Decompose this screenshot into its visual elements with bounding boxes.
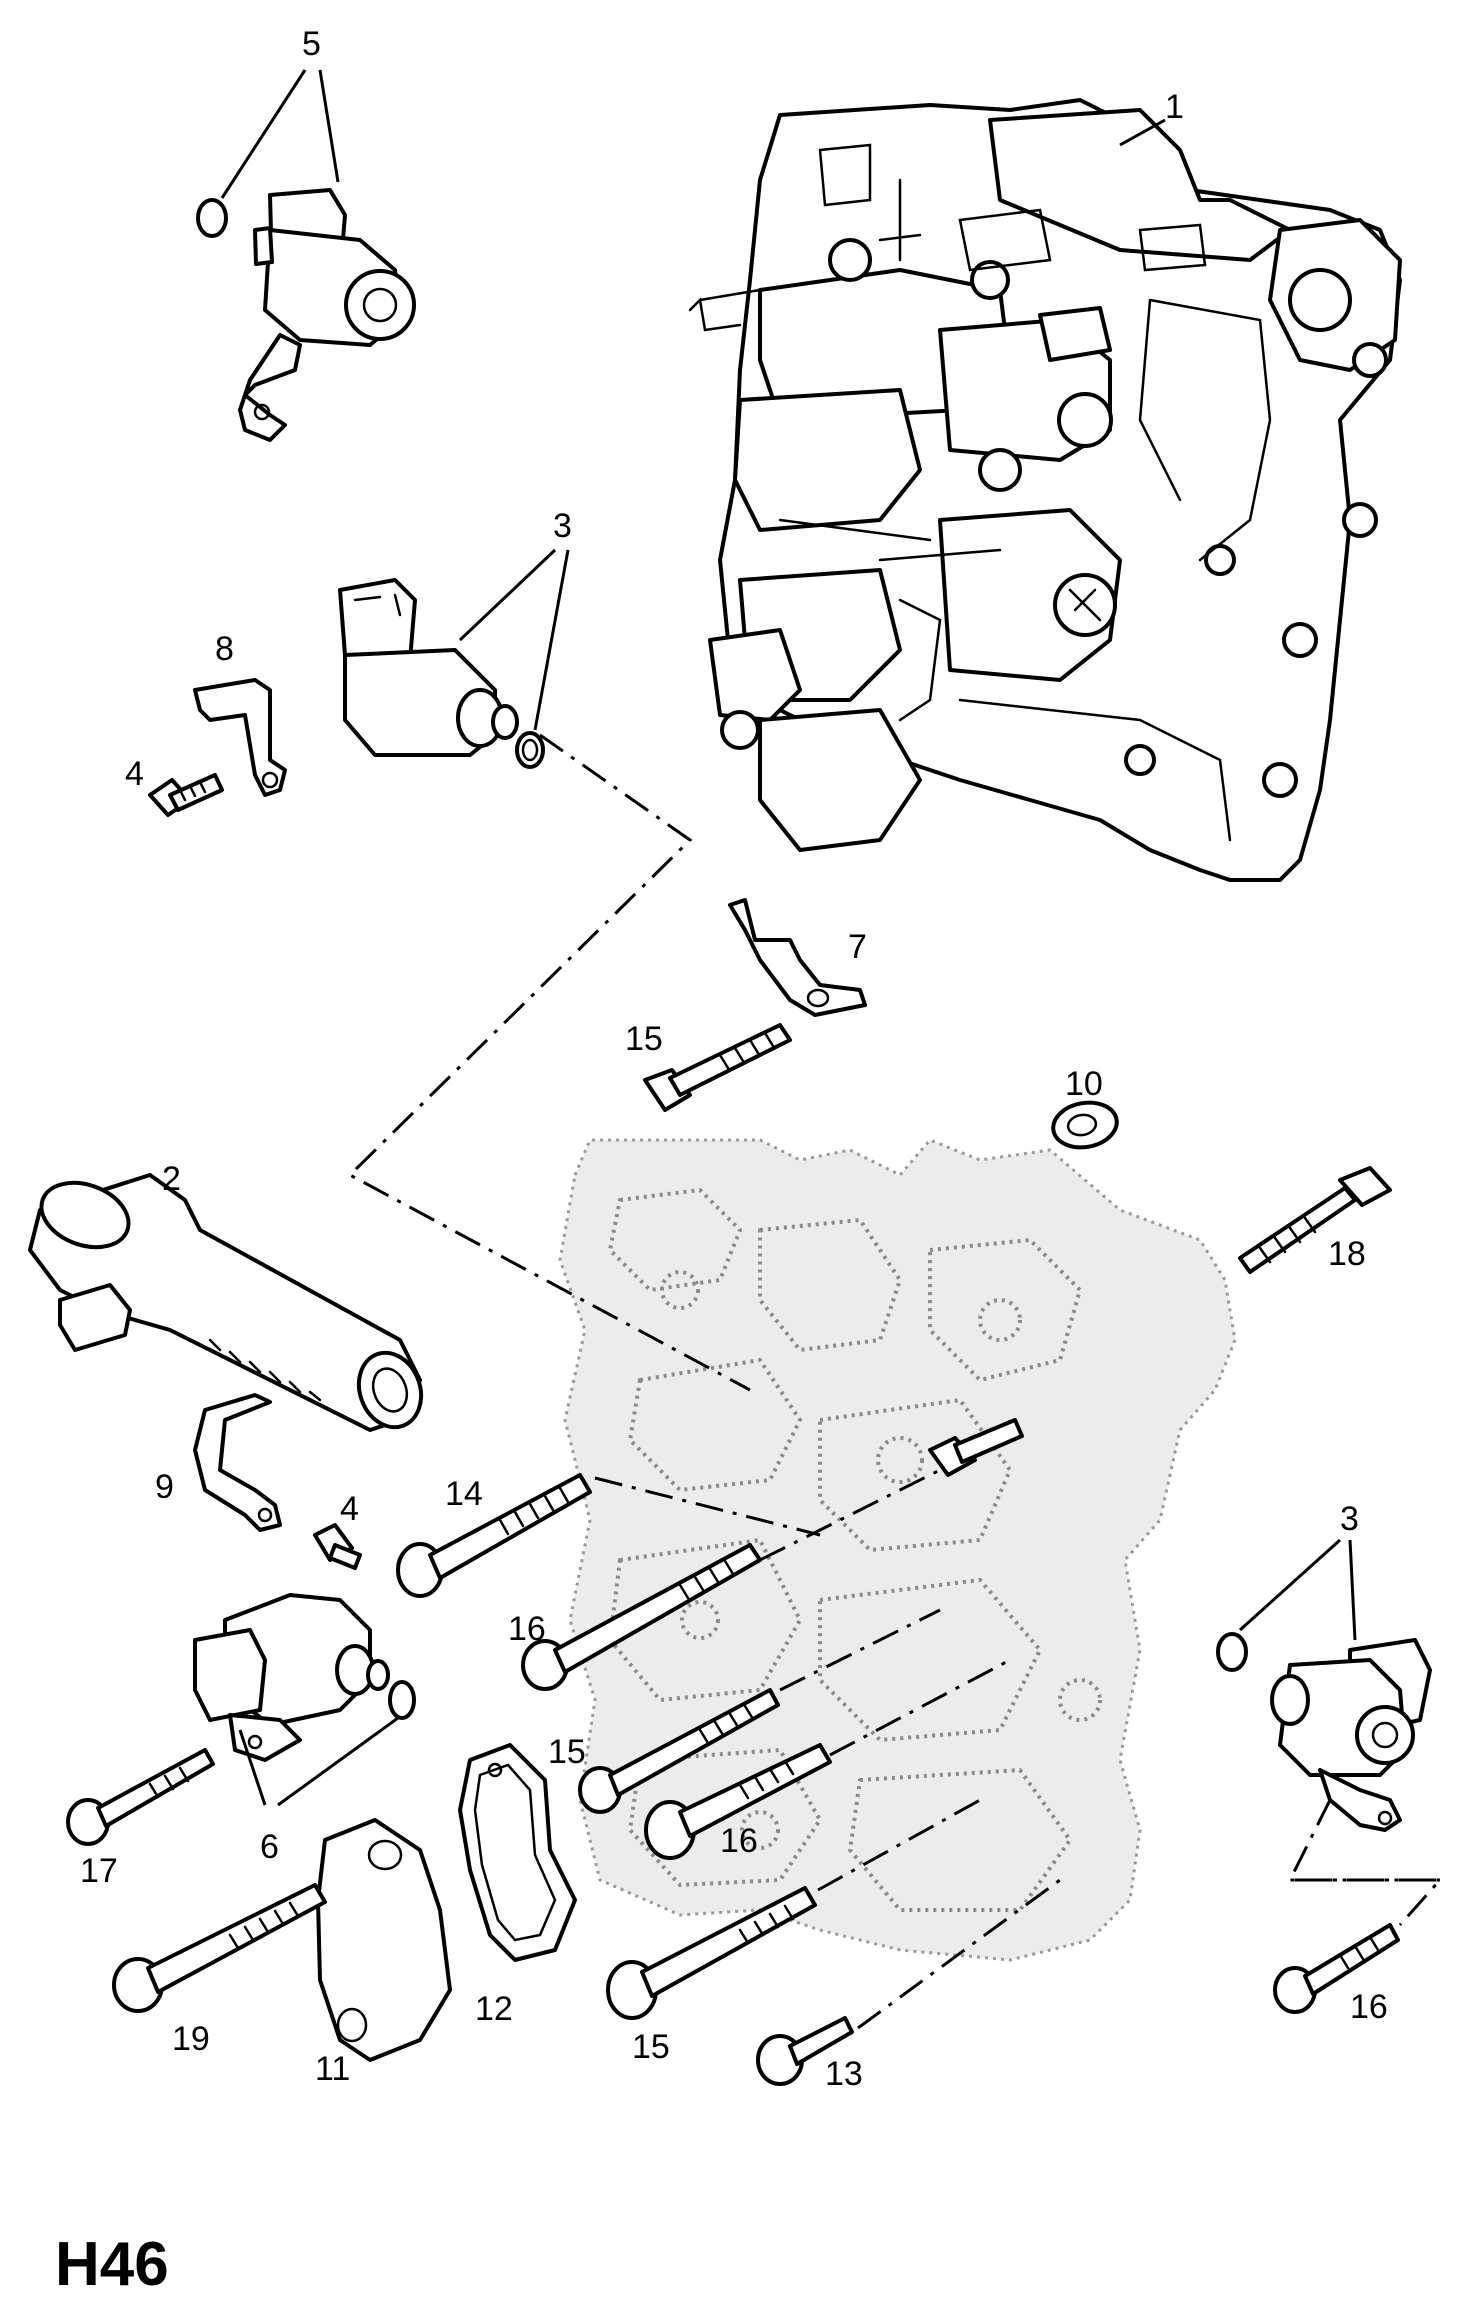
bracket-part-7 [728,898,867,1017]
callout-16-middle: 16 [720,1822,758,1860]
solenoid-part-6 [193,1593,416,1762]
callout-7: 7 [848,928,867,966]
bolt-part-16-lower [1273,1923,1400,2014]
callout-labels: 1 2 3 3 4 4 5 6 7 8 9 10 11 12 13 14 15 … [80,25,1388,2093]
bolt-part-4-lower [313,1523,362,1570]
callout-3-lower: 3 [1340,1500,1359,1538]
callout-8: 8 [215,630,234,668]
callout-2: 2 [162,1160,181,1198]
cover-part-11 [316,1818,452,2062]
callout-16-upper: 16 [508,1610,546,1648]
bracket-part-9 [193,1393,282,1532]
bolt-part-13 [756,2016,854,2086]
callout-13: 13 [825,2055,863,2093]
callout-12: 12 [475,1990,513,2028]
callout-16-lower: 16 [1350,1988,1388,2026]
solenoid-part-5 [196,188,416,442]
callout-1: 1 [1165,88,1184,126]
gasket-part-12 [458,1743,577,1962]
callout-4-lower: 4 [340,1490,359,1528]
page-code: H46 [55,2230,169,2299]
callout-15-upper: 15 [625,1020,663,1058]
bolt-unlabeled [928,1418,1024,1477]
callout-17: 17 [80,1852,118,1890]
seal-part-10 [1051,1100,1119,1150]
callout-11: 11 [315,2050,350,2088]
solenoid-part-2 [28,1173,424,1432]
bolt-part-14 [396,1473,592,1598]
callout-18: 18 [1328,1235,1366,1273]
callout-6: 6 [260,1828,279,1866]
callout-15-middle: 15 [548,1733,586,1771]
callout-3-upper: 3 [553,507,572,545]
alignment-lines [347,733,1444,2030]
bolt-part-17 [66,1748,215,1846]
bolt-part-16-middle [644,1743,832,1860]
callout-5: 5 [302,25,321,63]
bracket-part-8 [193,678,287,797]
callout-15-lower: 15 [632,2028,670,2066]
callout-19: 19 [172,2020,210,2058]
callout-14: 14 [445,1475,483,1513]
bolt-part-19 [112,1883,327,2013]
callout-10: 10 [1065,1065,1103,1103]
leader-lines [220,69,1357,1807]
callout-9: 9 [155,1468,174,1506]
bolt-part-15-middle [578,1688,780,1814]
bolt-part-15-lower [606,1886,817,2020]
solenoid-part-3-lower [1216,1632,1432,1832]
bolt-part-15-upper [643,1023,792,1112]
valve-body-assembly [688,98,1402,882]
solenoid-part-3-upper [338,578,545,769]
callout-4-upper: 4 [125,755,144,793]
bolt-part-4-upper [148,773,224,817]
bolt-part-18 [1238,1166,1392,1274]
